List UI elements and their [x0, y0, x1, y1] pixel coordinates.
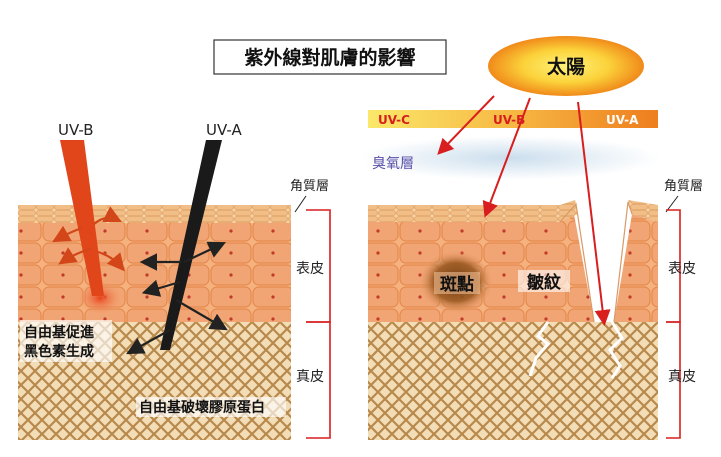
sun-arrows — [437, 95, 611, 326]
left-corneum — [18, 205, 291, 223]
wrinkles-label: 皺紋 — [526, 272, 561, 293]
sun — [488, 36, 644, 96]
left-uva-label: UV-A — [206, 121, 242, 139]
uva-radical-arrows — [126, 241, 228, 355]
right-corneum-b — [628, 200, 658, 222]
dermis-crack-1 — [528, 321, 551, 377]
left-uvb-label: UV-B — [58, 121, 94, 139]
uv-band — [368, 110, 658, 128]
left-dermis-label: 真皮 — [296, 369, 324, 385]
left-dermis-bracket — [306, 321, 331, 439]
spots-label: 斑點 — [440, 274, 474, 295]
left-epidermis — [18, 222, 291, 322]
band-uva: UV-A — [606, 113, 639, 127]
right-dermis — [368, 322, 658, 440]
title: 紫外線對肌膚的影響 — [244, 46, 415, 69]
right-dermis-label: 真皮 — [668, 369, 696, 385]
note-collagen: 自由基破壞膠原蛋白 — [139, 399, 265, 416]
sun-label: 太陽 — [547, 55, 585, 78]
ozone-label: 臭氧層 — [372, 156, 414, 172]
right-corneum — [368, 200, 578, 222]
left-corneum-leader — [294, 195, 307, 213]
band-uvb: UV-B — [493, 113, 525, 127]
left-epidermis-label: 表皮 — [296, 261, 324, 277]
uvb-radical-arrows — [52, 206, 125, 272]
right-epidermis-label: 表皮 — [668, 261, 696, 277]
title-box: 紫外線對肌膚的影響 — [213, 39, 447, 75]
left-panel: UV-B UV-A 自由基促進 黑色素生成 自由基破壞膠原蛋白 角質層 表皮 — [18, 121, 331, 440]
uva-ray — [160, 140, 222, 350]
right-epidermis-b — [614, 214, 658, 322]
right-corneum-label: 角質層 — [664, 179, 703, 194]
uvb-ray — [60, 140, 104, 296]
melanin-glow — [76, 280, 124, 316]
right-panel: 太陽 UV-C UV-B UV-A 臭氧層 斑點 皺紋 — [360, 36, 703, 440]
band-uvc: UV-C — [378, 113, 410, 127]
left-corneum-label: 角質層 — [290, 179, 329, 194]
right-dermis-bracket — [666, 321, 681, 439]
dermis-crack-2 — [608, 321, 624, 379]
note-melanin-line1: 自由基促進 — [24, 324, 94, 341]
note-melanin-line2: 黑色素生成 — [24, 343, 94, 360]
